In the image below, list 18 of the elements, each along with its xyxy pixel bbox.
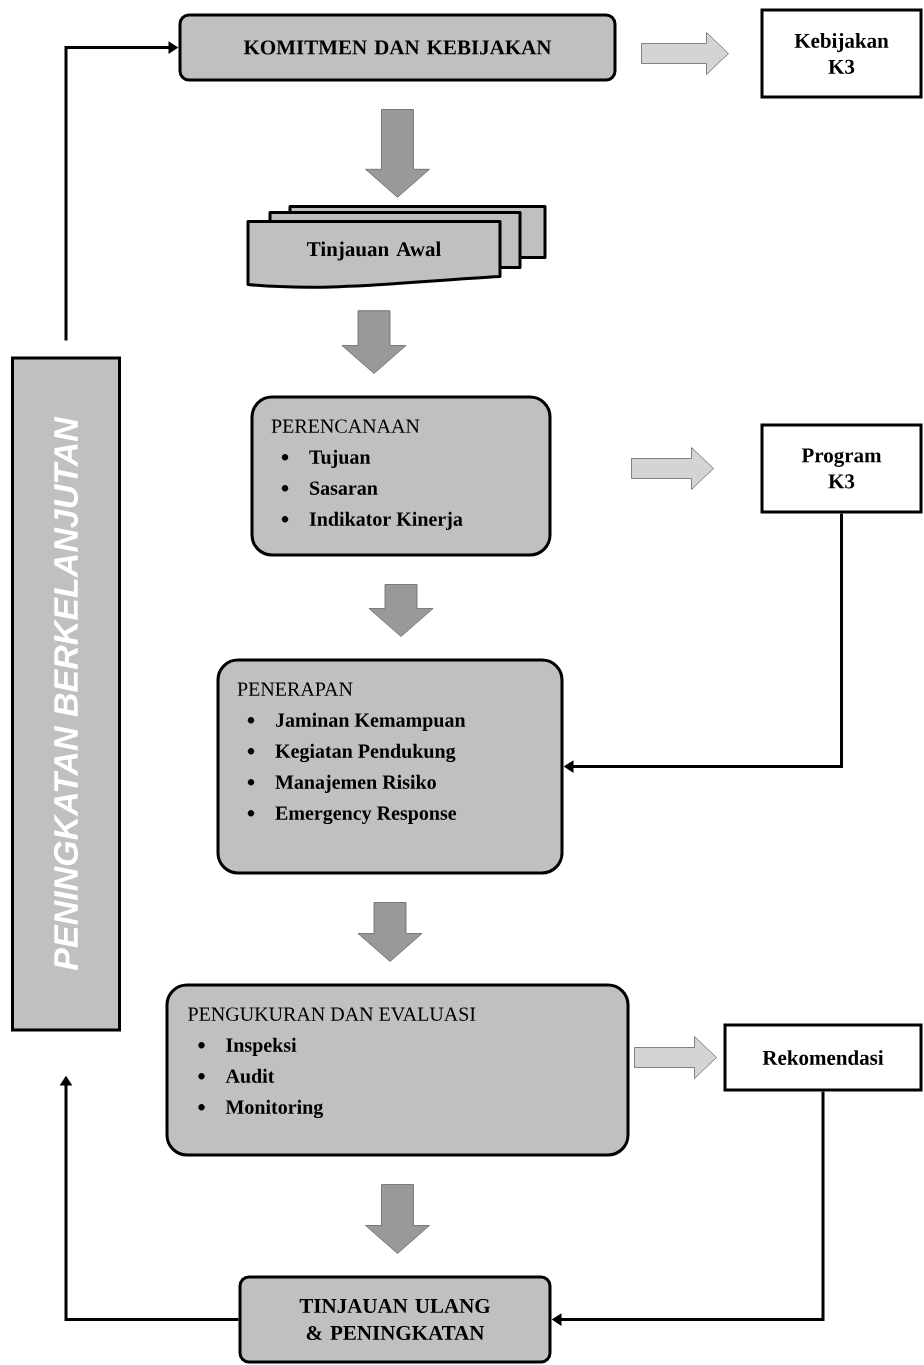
block-arrow xyxy=(368,584,434,637)
output-box: Program K3 xyxy=(760,423,923,514)
block-arrow xyxy=(641,32,729,75)
block-arrow xyxy=(357,902,423,962)
output-box: Rekomendasi xyxy=(723,1023,923,1092)
process-box: PENERAPAN Jaminan Kemampuan Kegiatan Pendukung Manajemen Risiko Emergency Response xyxy=(216,658,564,875)
process-box: PERENCANAAN Tujuan Sasaran Indikator Kinerja xyxy=(250,395,552,557)
document-stack: Tinjauan Awal xyxy=(246,205,547,289)
side-bar: PENINGKATAN BERKELANJUTAN xyxy=(11,356,121,1032)
output-box: Kebijakan K3 xyxy=(760,8,923,99)
block-arrow xyxy=(631,447,714,490)
process-box: TINJAUAN ULANG & PENINGKATAN xyxy=(238,1275,552,1364)
block-arrow xyxy=(341,310,407,374)
process-box: KOMITMEN DAN KEBIJAKAN xyxy=(178,13,617,82)
process-box: PENGUKURAN DAN EVALUASI Inspeksi Audit Monitoring xyxy=(165,983,630,1157)
block-arrow xyxy=(634,1036,717,1079)
block-arrow xyxy=(365,109,430,198)
block-arrow xyxy=(365,1184,430,1254)
